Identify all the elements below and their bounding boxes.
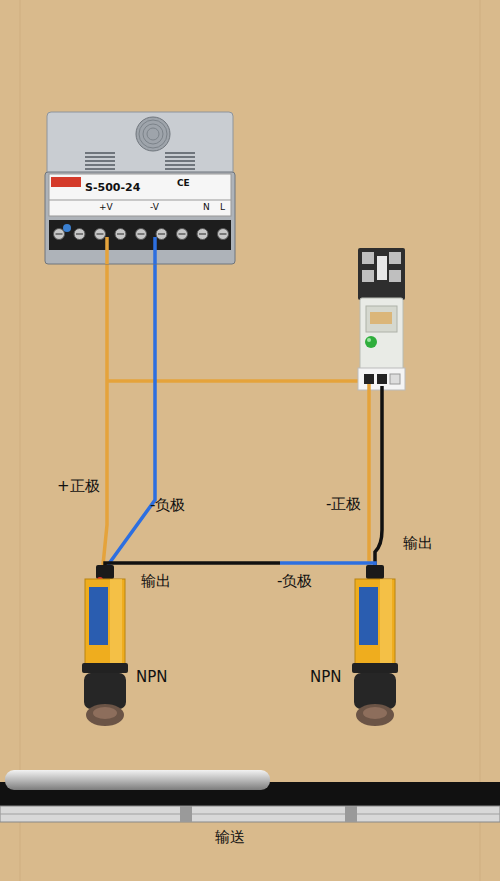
cert-mark: CE (177, 178, 190, 188)
sensor-type: NPN (310, 669, 342, 686)
terminal-label: L (220, 202, 225, 212)
conveyor-label: 输送 (215, 829, 245, 846)
terminal-label: +V (99, 202, 113, 212)
orange-wire (367, 384, 371, 566)
wire (105, 563, 375, 565)
wire-label: -正极 (326, 496, 361, 513)
margin-line (480, 0, 481, 881)
wire-label: -负极 (150, 497, 185, 514)
orange-wire (107, 379, 364, 383)
power-supply: S-500-24 CE +V -V NL (45, 112, 235, 264)
npn-sensor: NPN (80, 565, 130, 725)
wire-label: 输出 (141, 573, 171, 590)
relay (358, 248, 405, 390)
model-number: S-500-24 (85, 182, 140, 195)
terminal-label: N (203, 202, 210, 212)
margin-line (20, 0, 21, 881)
output-wire (375, 386, 382, 566)
terminal-label: -V (150, 202, 159, 212)
conveyor: 输送 (0, 768, 500, 826)
sensor-type: NPN (136, 669, 168, 686)
wire-label: 输出 (403, 535, 433, 552)
wire-label: -负极 (277, 573, 312, 590)
wire (103, 264, 107, 565)
wire-label: +正极 (57, 478, 100, 495)
wire (108, 264, 155, 565)
npn-sensor: NPN (350, 565, 400, 730)
npn-sensor-shape (350, 565, 400, 730)
conveyor-shape (0, 768, 500, 826)
npn-sensor-shape (80, 565, 130, 725)
